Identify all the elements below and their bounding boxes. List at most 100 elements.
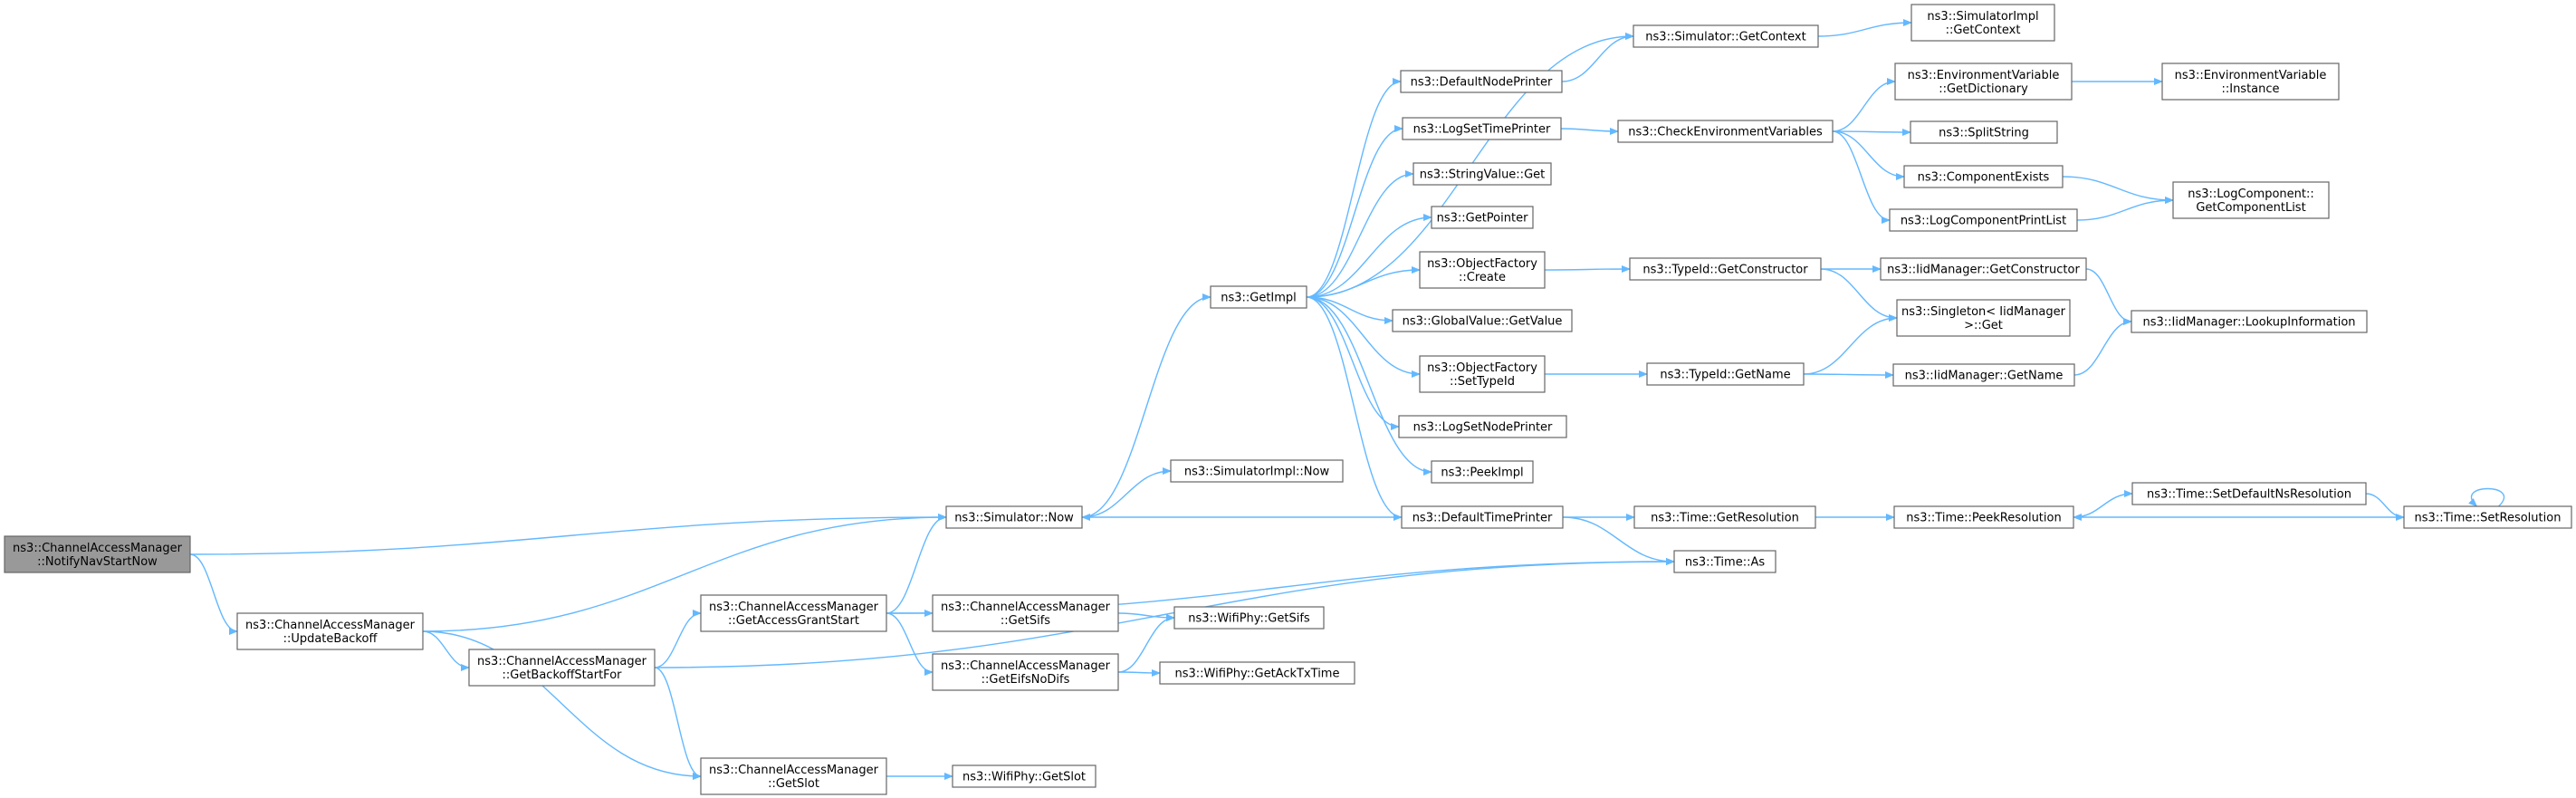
node-box [700, 594, 887, 632]
graph-node-envInstance[interactable]: ns3::EnvironmentVariable::Instance [2161, 62, 2340, 101]
graph-node-timeGetResolution[interactable]: ns3::Time::GetResolution [1633, 505, 1816, 529]
edge-getImpl-to-defNodePrinter [1306, 78, 1402, 298]
graph-node-envGetDictionary[interactable]: ns3::EnvironmentVariable::GetDictionary [1894, 62, 2073, 101]
graph-node-iidGetConstructor[interactable]: ns3::IidManager::GetConstructor [1880, 257, 2087, 281]
graph-node-defNodePrinter[interactable]: ns3::DefaultNodePrinter [1400, 70, 1563, 93]
node-layer: ns3::ChannelAccessManager::NotifyNavStar… [4, 4, 2572, 795]
node-box [2131, 482, 2367, 505]
node-label: ns3::SimulatorImpl::Now [1184, 466, 1330, 479]
graph-node-stringValueGet[interactable]: ns3::StringValue::Get [1412, 162, 1552, 186]
graph-node-logComponentPrintList[interactable]: ns3::LogComponentPrintList [1889, 208, 2078, 232]
graph-node-getImpl[interactable]: ns3::GetImpl [1210, 285, 1307, 309]
edge-updBackoff-to-getBackoffStartFor [422, 630, 470, 671]
graph-node-timeSetDefaultNsRes[interactable]: ns3::Time::SetDefaultNsResolution [2131, 482, 2367, 505]
graph-node-logSetTimePrinter[interactable]: ns3::LogSetTimePrinter [1402, 117, 1562, 140]
edge-line [1306, 296, 1432, 476]
edge-line [886, 612, 934, 676]
graph-node-splitString[interactable]: ns3::SplitString [1910, 120, 2058, 144]
node-box [1893, 505, 2074, 529]
graph-node-getSifs[interactable]: ns3::ChannelAccessManager::GetSifs [932, 594, 1119, 632]
node-label: ::GetBackoffStartFor [502, 668, 622, 682]
graph-node-timePeekResolution[interactable]: ns3::Time::PeekResolution [1893, 505, 2074, 529]
graph-node-typeIdGetName[interactable]: ns3::TypeId::GetName [1646, 362, 1805, 386]
graph-node-logSetNodePrinter[interactable]: ns3::LogSetNodePrinter [1398, 415, 1567, 438]
node-box [1646, 362, 1805, 386]
edge-line [1306, 296, 1400, 430]
graph-node-timeAs[interactable]: ns3::Time::As [1673, 550, 1776, 573]
node-label: ns3::PeekImpl [1441, 466, 1523, 480]
graph-node-iidLookupInfo[interactable]: ns3::IidManager::LookupInformation [2131, 310, 2368, 333]
edge-line [2076, 197, 2174, 221]
node-box [1173, 606, 1325, 630]
node-box [1412, 162, 1552, 186]
node-label: ns3::Time::PeekResolution [1906, 512, 2061, 525]
edge-line [189, 514, 947, 555]
node-label: ::Instance [2221, 82, 2279, 96]
node-label: ::GetSlot [768, 777, 819, 791]
node-label: ns3::GetPointer [1437, 212, 1528, 226]
graph-node-defTimePrinter[interactable]: ns3::DefaultTimePrinter [1401, 505, 1564, 529]
edge-getAccessGrantStart-to-getEifsNoDifs [886, 612, 934, 676]
graph-node-simImplNow[interactable]: ns3::SimulatorImpl::Now [1170, 459, 1344, 483]
edge-line [2468, 487, 2505, 507]
graph-node-objFactoryCreate[interactable]: ns3::ObjectFactory::Create [1419, 251, 1546, 289]
edge-line [2073, 490, 2133, 518]
graph-node-iidGetName[interactable]: ns3::IidManager::GetName [1892, 363, 2075, 387]
node-label: ns3::Singleton< IidManager [1901, 305, 2066, 319]
graph-node-getBackoffStartFor[interactable]: ns3::ChannelAccessManager::GetBackoffSta… [468, 649, 656, 687]
edge-line [1803, 370, 1894, 379]
node-box [1170, 459, 1344, 483]
edge-getImpl-to-objFactoryCreate [1306, 266, 1421, 298]
graph-node-simGetContext[interactable]: ns3::Simulator::GetContext [1633, 24, 1819, 48]
graph-node-getPointer[interactable]: ns3::GetPointer [1431, 206, 1534, 229]
node-label: ns3::Simulator::Now [954, 512, 1074, 525]
graph-node-simNow[interactable]: ns3::Simulator::Now [945, 505, 1083, 529]
edge-line [1081, 467, 1172, 518]
edge-line [1832, 128, 1911, 136]
graph-node-peekImpl[interactable]: ns3::PeekImpl [1431, 460, 1534, 484]
graph-node-wifiGetSifs[interactable]: ns3::WifiPhy::GetSifs [1173, 606, 1325, 630]
graph-node-notify[interactable]: ns3::ChannelAccessManager::NotifyNavStar… [4, 535, 191, 573]
graph-node-singletonGet[interactable]: ns3::Singleton< IidManager>::Get [1896, 299, 2071, 337]
edge-defNodePrinter-to-simGetContext [1561, 33, 1634, 82]
node-label: ns3::Time::GetResolution [1651, 512, 1799, 525]
graph-node-updBackoff[interactable]: ns3::ChannelAccessManager::UpdateBackoff [236, 612, 424, 650]
graph-node-typeIdGetConstructor[interactable]: ns3::TypeId::GetConstructor [1629, 257, 1822, 281]
graph-node-globalValueGet[interactable]: ns3::GlobalValue::GetValue [1392, 309, 1573, 332]
graph-node-timeSetResolution[interactable]: ns3::Time::SetResolution [2403, 505, 2572, 529]
edge-getImpl-to-stringValueGet [1306, 170, 1414, 298]
node-label: ns3::Time::SetDefaultNsResolution [2147, 488, 2351, 502]
node-box [1629, 257, 1822, 281]
edge-defTimePrinter-to-timeAs [1562, 516, 1675, 565]
node-label: ns3::EnvironmentVariable [2175, 69, 2327, 82]
node-box [1431, 460, 1534, 484]
graph-node-wifiGetSlot[interactable]: ns3::WifiPhy::GetSlot [952, 764, 1096, 788]
graph-node-getEifsNoDifs[interactable]: ns3::ChannelAccessManager::GetEifsNoDifs [932, 653, 1119, 691]
node-label: ns3::ChannelAccessManager [709, 601, 879, 614]
edge-getImpl-to-objFactorySetTypeId [1306, 296, 1421, 378]
graph-node-logCompGetList[interactable]: ns3::LogComponent::GetComponentList [2172, 181, 2330, 219]
node-label: ns3::TypeId::GetName [1660, 369, 1790, 382]
edge-line [654, 558, 1675, 668]
node-box [1880, 257, 2087, 281]
edge-line [654, 667, 702, 780]
edge-line [1306, 170, 1414, 298]
node-box [2172, 181, 2330, 219]
graph-node-getAccessGrantStart[interactable]: ns3::ChannelAccessManager::GetAccessGran… [700, 594, 887, 632]
edge-line [1306, 214, 1432, 298]
graph-node-getSlot[interactable]: ns3::ChannelAccessManager::GetSlot [700, 757, 887, 795]
graph-node-checkEnv[interactable]: ns3::CheckEnvironmentVariables [1617, 120, 1834, 143]
edge-line [1832, 130, 1905, 180]
graph-node-wifiGetAckTxTime[interactable]: ns3::WifiPhy::GetAckTxTime [1159, 661, 1355, 685]
node-label: ns3::Simulator::GetContext [1645, 31, 1805, 44]
graph-node-componentExists[interactable]: ns3::ComponentExists [1903, 165, 2064, 188]
edge-line [1560, 127, 1619, 135]
graph-node-simImplGetContext[interactable]: ns3::SimulatorImpl::GetContext [1910, 4, 2055, 42]
node-label: ns3::Time::SetResolution [2415, 512, 2562, 525]
edge-componentExists-to-logCompGetList [2062, 176, 2174, 204]
graph-node-objFactorySetTypeId[interactable]: ns3::ObjectFactory::SetTypeId [1419, 355, 1546, 393]
node-label: ::GetContext [1946, 24, 2021, 37]
edge-line [422, 630, 470, 671]
node-label: ns3::GetImpl [1221, 292, 1297, 305]
node-box [468, 649, 656, 687]
